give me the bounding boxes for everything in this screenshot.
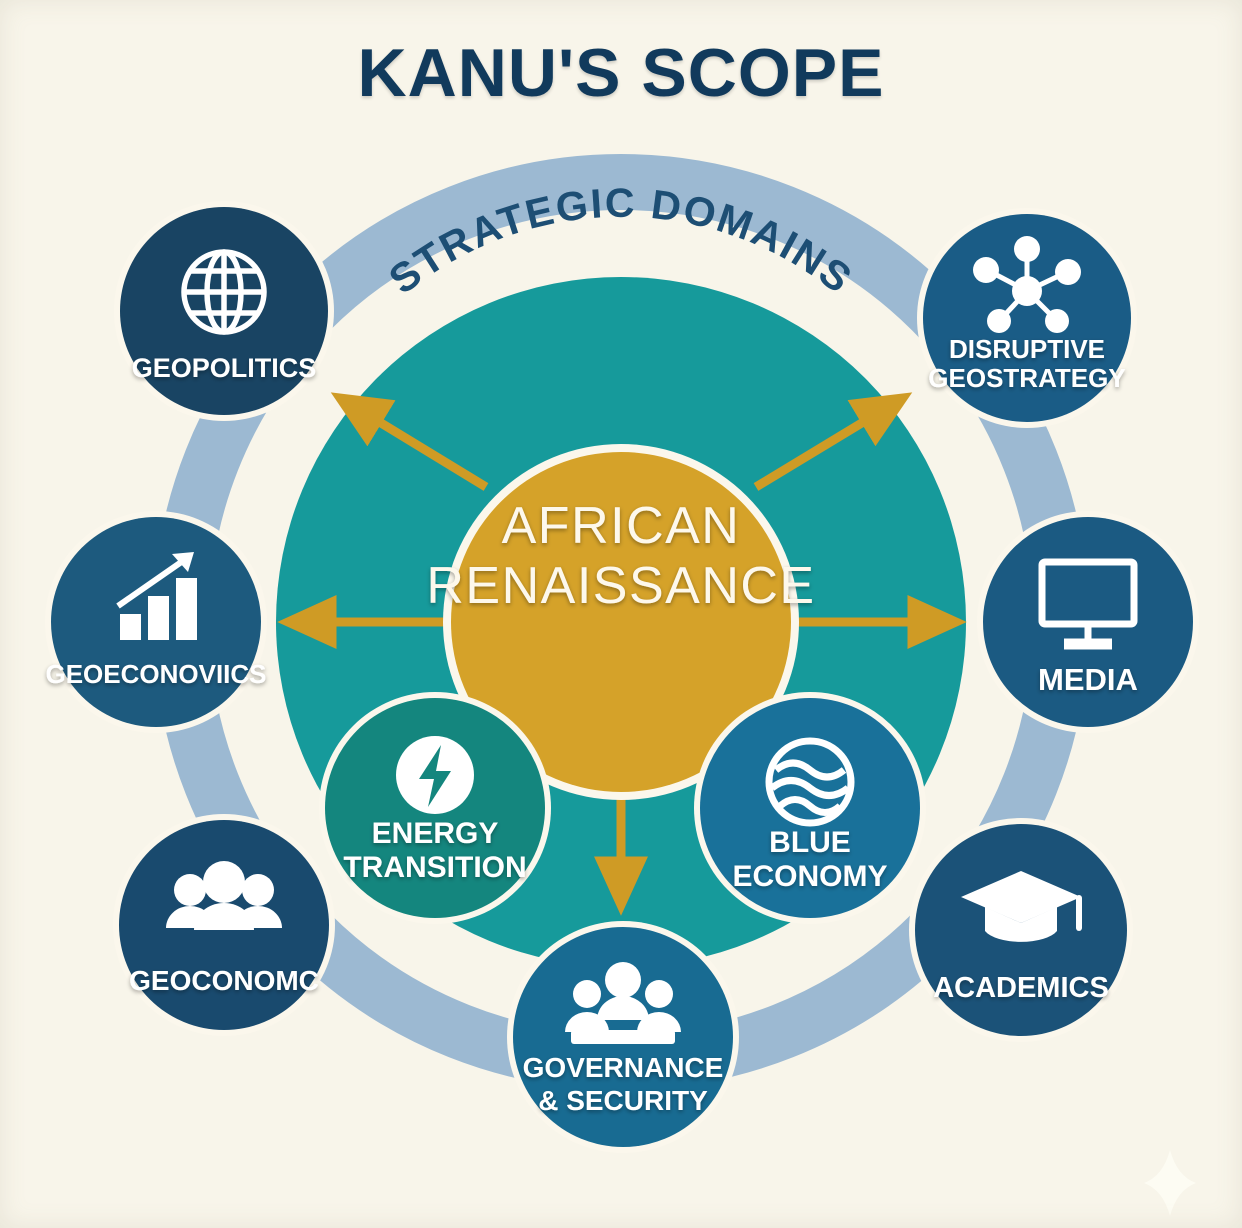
center-label-line1: AFRICAN xyxy=(502,497,741,555)
graduation-cap-icon xyxy=(961,871,1082,942)
node-label-governance-line2: & SECURITY xyxy=(538,1085,708,1116)
node-media[interactable]: MEDIA xyxy=(977,511,1199,733)
lightning-bolt-icon xyxy=(396,736,474,814)
node-geoeconovics[interactable]: GEOECONOVIICS xyxy=(45,511,267,733)
node-label-academics: ACADEMICS xyxy=(933,972,1109,1004)
center-label-line2: RENAISSANCE xyxy=(426,557,815,615)
node-label-geopolitics: GEOPOLITICS xyxy=(132,353,317,383)
page-title: KANU'S SCOPE xyxy=(357,35,885,111)
node-geoconomc[interactable]: GEOCONOMC xyxy=(113,814,335,1036)
wave-globe-icon xyxy=(765,737,855,827)
people-group-icon xyxy=(166,861,282,930)
node-label-geoeconovics: GEOECONOVIICS xyxy=(45,659,266,689)
node-label-governance-line1: GOVERNANCE xyxy=(523,1052,724,1083)
node-disruptive-geostrategy[interactable]: DISRUPTIVE GEOSTRATEGY xyxy=(917,208,1137,428)
node-label-energy-line1: ENERGY xyxy=(372,817,499,850)
node-blue-economy[interactable]: BLUE ECONOMY xyxy=(694,692,926,924)
node-label-geoconomc: GEOCONOMC xyxy=(129,965,319,996)
node-label-disruptive-line2: GEOSTRATEGY xyxy=(928,363,1125,393)
arrow-to-disruptive-geostrategy xyxy=(753,392,913,491)
node-label-blue-line2: ECONOMY xyxy=(732,860,887,893)
node-label-media: MEDIA xyxy=(1038,662,1138,697)
arrow-to-geopolitics xyxy=(330,392,489,491)
monitor-icon xyxy=(1038,558,1138,650)
node-geopolitics[interactable]: GEOPOLITICS xyxy=(114,201,334,421)
governance-people-icon xyxy=(565,962,681,1044)
sparkle-star-icon xyxy=(1144,1150,1196,1216)
center-circle-african-renaissance[interactable]: AFRICAN RENAISSANCE xyxy=(426,444,815,800)
node-label-disruptive-line1: DISRUPTIVE xyxy=(949,334,1105,364)
radial-arrows xyxy=(277,392,967,916)
bar-chart-growth-icon xyxy=(116,552,197,640)
globe-icon xyxy=(181,249,267,335)
node-energy-transition[interactable]: ENERGY TRANSITION xyxy=(319,692,551,924)
network-nodes-icon xyxy=(973,236,1081,333)
node-governance-security[interactable]: GOVERNANCE & SECURITY xyxy=(507,921,739,1153)
node-label-blue-line1: BLUE xyxy=(769,826,851,859)
node-label-energy-line2: TRANSITION xyxy=(343,851,526,884)
node-academics[interactable]: ACADEMICS xyxy=(909,818,1133,1042)
